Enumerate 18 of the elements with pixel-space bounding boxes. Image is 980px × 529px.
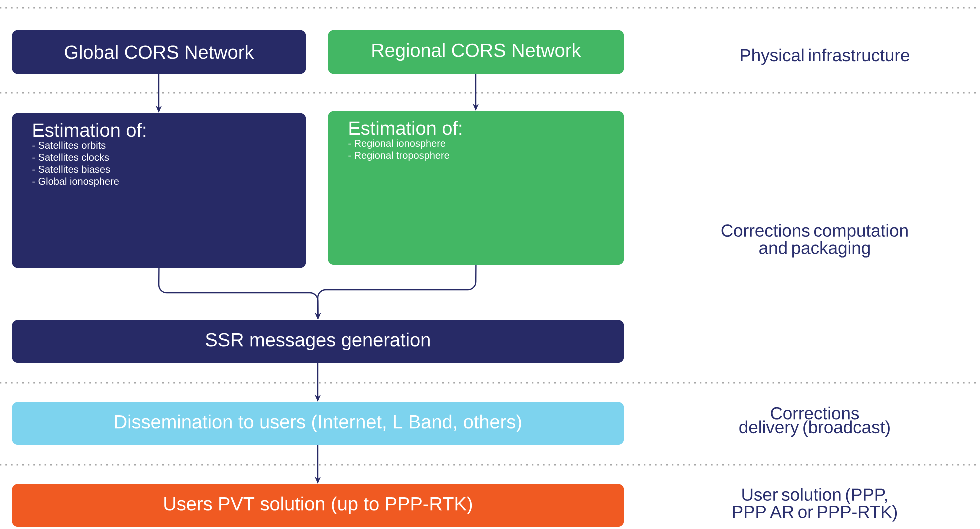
process-box: SSR messages generation [12,320,624,364]
process-box: Global CORS Network [12,30,306,74]
node-label: - Satellites biases [32,166,110,174]
node-label: Estimation of: [34,123,146,138]
process-box: Regional CORS Network [328,30,624,74]
process-box: Users PVT solution (up to PPP-RTK) [12,484,624,528]
process-box [12,113,306,268]
node-text: Estimation of: - Regional ionosphere - Regional troposphere [348,121,462,162]
section-label: Physical infrastructure [741,48,910,66]
process-box [328,111,624,266]
section-label: Corrections delivery (broadcast) [740,406,890,438]
section-label: Corrections computation and packaging [722,224,908,258]
node-label: - Satellites clocks [32,154,110,162]
process-box: Dissemination to users (Internet, L Band, others) [12,402,624,446]
section-label: User solution (PPP, PPP AR or PPP-RTK) [733,488,898,522]
node-text: Estimation of: - Satellites orbits - Satellites clocks - Satellites biases - Global ionosphere [32,123,146,188]
node-label: - Satellites orbits [32,142,106,150]
node-label: - Global ionosphere [32,178,120,188]
